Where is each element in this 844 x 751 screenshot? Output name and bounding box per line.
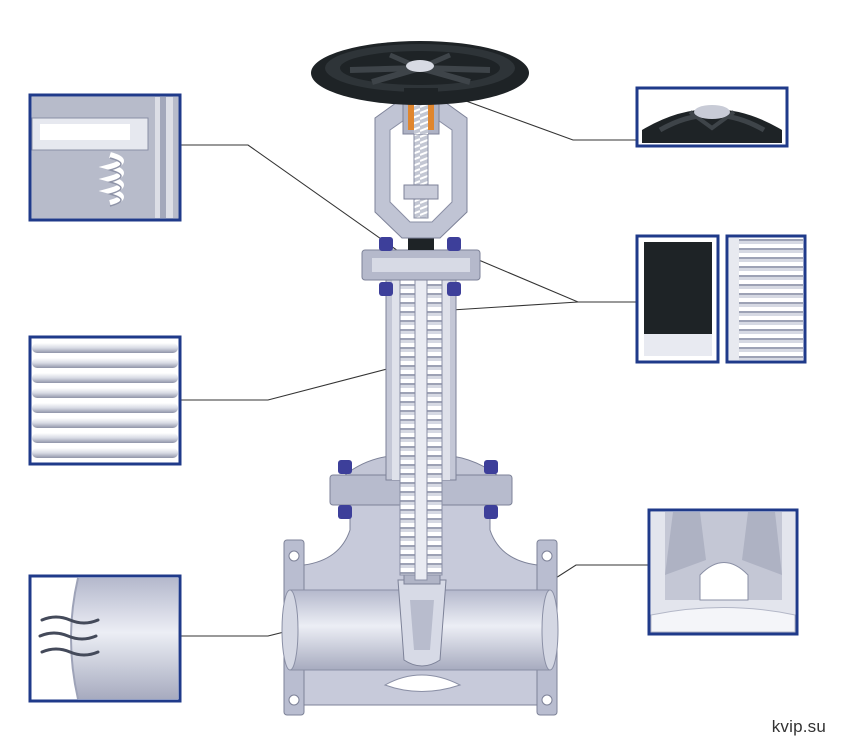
stem bbox=[414, 229, 428, 581]
bonnet-extension bbox=[385, 229, 457, 581]
detail-box-flow-passage bbox=[28, 574, 182, 703]
detail-box-gate-wedge bbox=[647, 508, 799, 636]
leader-handwheel bbox=[454, 96, 637, 141]
leader-bellows bbox=[180, 362, 411, 401]
detail-box-stem-bellows bbox=[725, 234, 807, 364]
leader-lines bbox=[180, 96, 649, 665]
detail-box-bellows-weld bbox=[28, 93, 182, 222]
leader-top-weld bbox=[180, 144, 409, 259]
upper-bonnet bbox=[361, 215, 481, 296]
detail-box-bellows-element bbox=[28, 335, 182, 466]
yoke bbox=[374, 97, 468, 239]
valve-body bbox=[281, 454, 559, 716]
handwheel bbox=[311, 41, 529, 105]
detail-box-handwheel bbox=[635, 86, 789, 148]
watermark-text: kvip.su bbox=[771, 717, 826, 736]
detail-box-packing bbox=[635, 234, 720, 364]
